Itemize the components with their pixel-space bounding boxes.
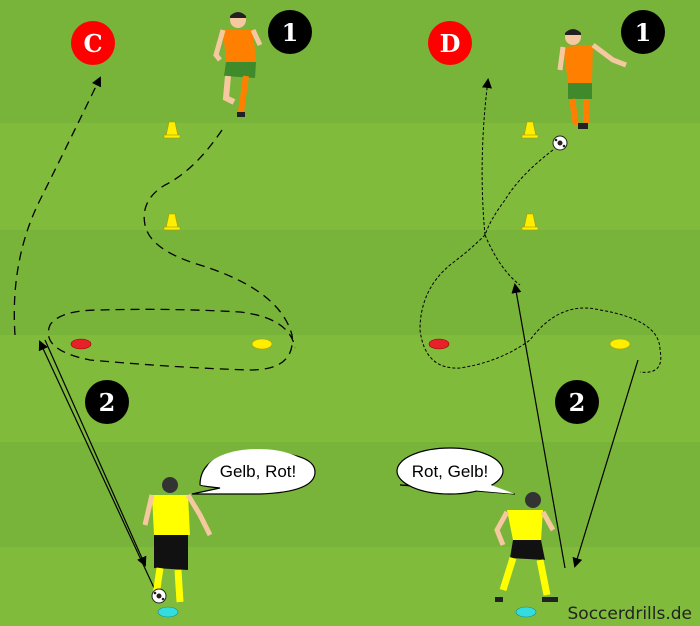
target-label: D [440,29,461,58]
ball-icon [151,588,167,604]
callout-text: Gelb, Rot! [220,462,297,481]
target-badge-d: D [428,21,472,65]
pass-lines-left [38,339,156,591]
svg-text:1: 1 [282,18,299,47]
pass-lines-right [511,283,639,569]
player-number-badge: 1 [621,10,665,54]
right-drill: D 1 2 [396,10,665,618]
target-badge-c: C [71,21,115,65]
svg-text:1: 1 [635,18,652,47]
attacker-player [557,29,627,129]
ball-icon [552,135,568,151]
yellow-disc-marker [609,338,631,350]
dribble-path-left [13,76,296,371]
defender-player [494,492,558,602]
player-number-badge: 1 [268,10,312,54]
player-number-badge: 2 [85,380,129,424]
target-label: C [83,29,102,58]
player-number-badge: 2 [555,380,599,424]
attacker-player [213,12,263,117]
left-drill: C 1 2 [13,10,316,618]
red-disc-marker [70,338,92,350]
yellow-disc-marker [251,338,273,350]
ball-dribble-path-right [419,78,662,373]
speech-bubble-left: Gelb, Rot! [191,449,316,495]
svg-text:2: 2 [99,388,116,417]
red-disc-marker [428,338,450,350]
callout-text: Rot, Gelb! [412,462,489,481]
cyan-disc-marker [515,606,537,618]
svg-text:2: 2 [569,388,586,417]
watermark: Soccerdrills.de [567,604,693,624]
cyan-disc-marker [157,606,179,618]
speech-bubble-right: Rot, Gelb! [396,447,516,495]
